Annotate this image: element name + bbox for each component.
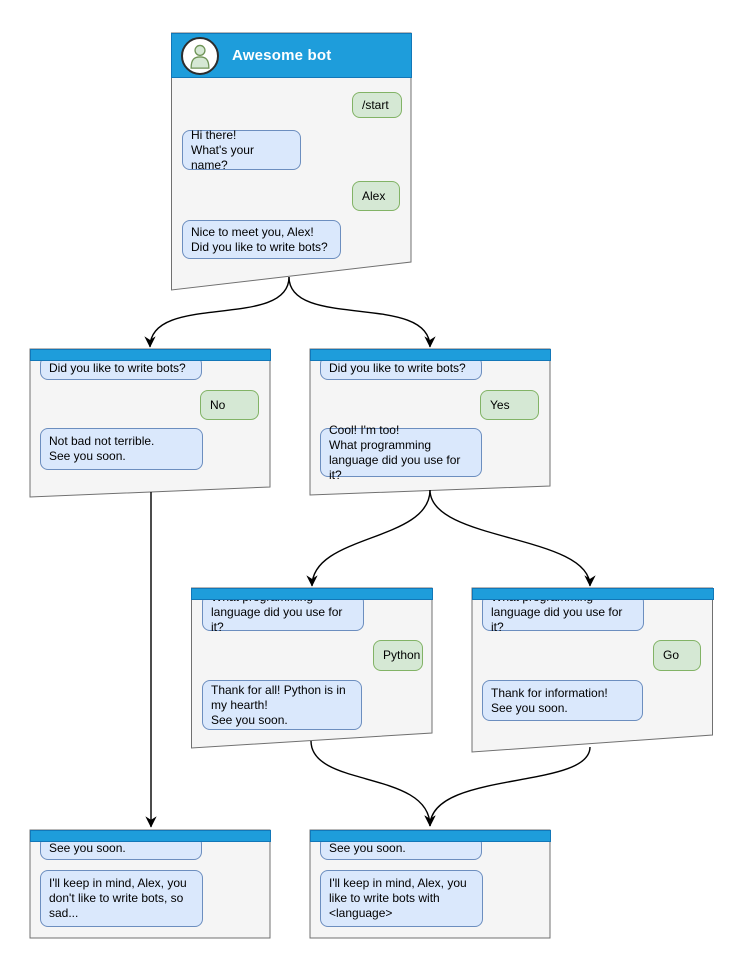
- user-message-bubble: Yes: [480, 390, 539, 420]
- chat-window-header-end-yes: [310, 830, 551, 842]
- bot-message-bubble: What programming language did you use fo…: [202, 590, 364, 634]
- bot-message-bubble: Not bad not terrible. See you soon.: [40, 428, 203, 470]
- user-message-bubble: Python: [373, 640, 423, 671]
- chat-window-header-go: [472, 588, 714, 600]
- user-message-bubble: No: [200, 390, 259, 420]
- user-message-bubble: Alex: [352, 181, 400, 211]
- person-icon: [190, 44, 210, 69]
- bot-message-bubble: I'll keep in mind, Alex, you don't like …: [40, 870, 203, 927]
- chat-window-header-python: [191, 588, 433, 600]
- user-message-bubble: Go: [653, 640, 701, 671]
- bot-avatar: [181, 36, 219, 75]
- bot-message-bubble: Thank for information! See you soon.: [482, 680, 643, 721]
- bot-message-bubble: Cool! I'm too! What programming language…: [320, 423, 482, 482]
- user-message-bubble: /start: [352, 92, 402, 118]
- window-title: Awesome bot: [232, 47, 332, 64]
- bot-message-bubble: Thank for all! Python is in my hearth! S…: [202, 680, 362, 730]
- bot-message-bubble: I'll keep in mind, Alex, you like to wri…: [320, 870, 483, 927]
- chat-window-header-branch-no: [30, 349, 271, 361]
- bot-message-bubble: Nice to meet you, Alex! Did you like to …: [182, 220, 341, 259]
- chat-window-header-branch-yes: [310, 349, 551, 361]
- chat-window-header-end-no: [30, 830, 271, 842]
- bot-message-bubble: Hi there! What's your name?: [182, 128, 301, 172]
- chat-window-header-main: Awesome bot: [171, 33, 412, 78]
- bot-message-bubble: What programming language did you use fo…: [482, 590, 644, 634]
